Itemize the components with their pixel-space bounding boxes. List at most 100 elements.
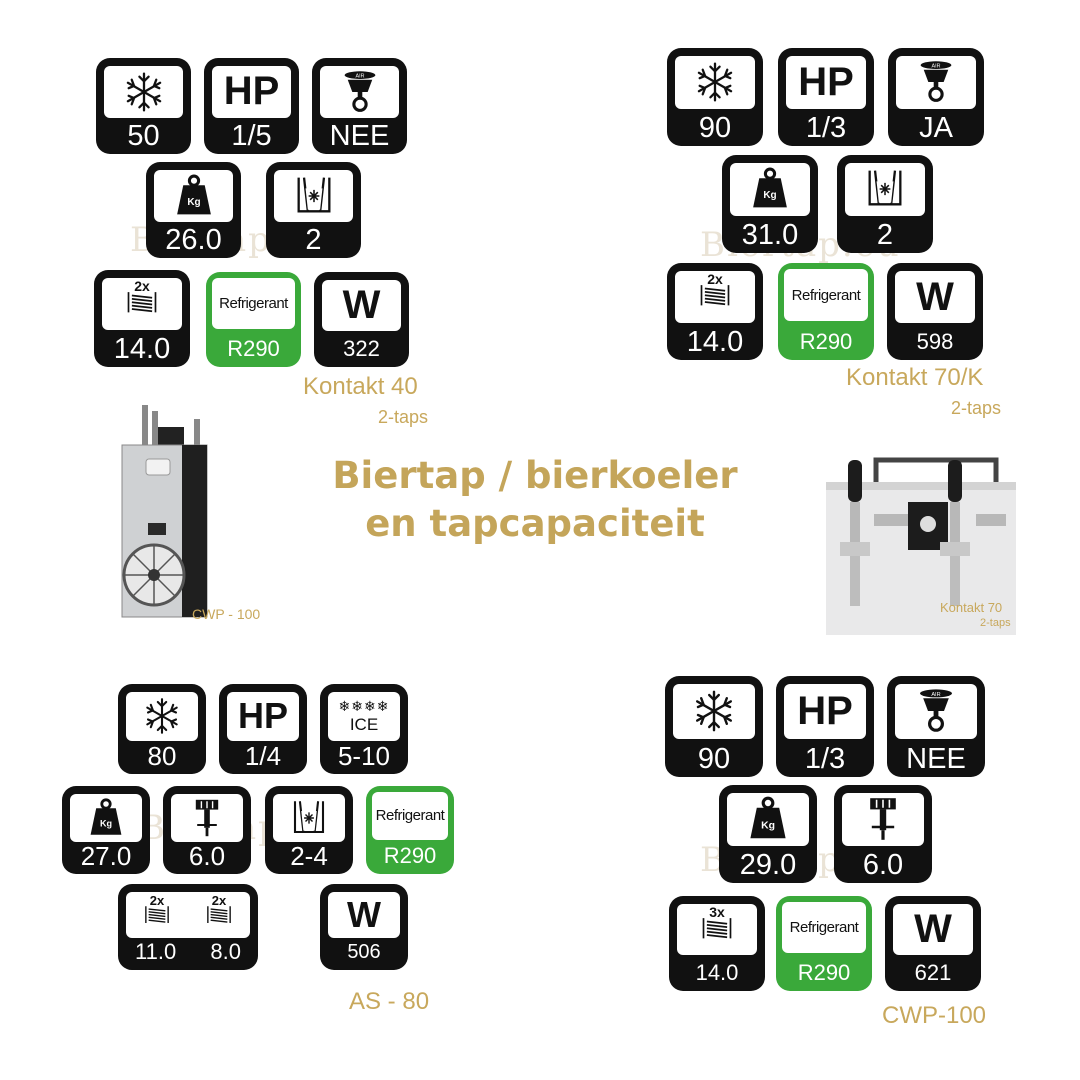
watt-label: W	[347, 894, 381, 936]
cooling-capacity-tile: 50	[96, 58, 191, 154]
ice-bath-tile: 2	[837, 155, 933, 253]
ice-stars-icon: ❄❄❄❄	[338, 697, 390, 714]
refrigerant-tile: Refrigerant R290	[778, 263, 874, 360]
refrigerant-tile: Refrigerant R290	[366, 786, 454, 874]
model-name: Kontakt 70/K	[846, 364, 984, 391]
cooling-capacity-tile: 90	[665, 676, 763, 777]
watt-tile: W 322	[314, 272, 409, 367]
refrigerant-label: Refrigerant	[219, 295, 288, 313]
air-pump-icon	[337, 69, 383, 115]
coil-value-1: 11.0	[135, 939, 177, 964]
coil-multiplier: 2x	[707, 271, 723, 288]
ice-bath-value: 2-4	[290, 841, 328, 871]
ice-bath-tile: 2-4	[265, 786, 353, 874]
pump-value: 6.0	[188, 841, 226, 871]
coil-multiplier: 2x	[149, 892, 165, 908]
air-pump-icon	[912, 687, 960, 735]
watt-label: W	[916, 274, 954, 319]
model-name: Kontakt 40	[303, 373, 418, 400]
hp-value: 1/5	[231, 120, 272, 152]
taps-count: 2-taps	[951, 398, 1002, 418]
page-title: Biertap / bierkoeler en tapcapaciteit	[300, 452, 770, 548]
ice-bath-icon	[291, 173, 337, 219]
refrigerant-label: Refrigerant	[791, 286, 861, 304]
weight-value: 31.0	[741, 219, 799, 251]
weight-icon	[744, 795, 792, 843]
coil-tile: 2x 2x 11.0 8.0	[118, 884, 258, 970]
ice-bath-value: 2	[305, 224, 322, 256]
watt-value: 598	[916, 329, 954, 354]
refrigerant-label: Refrigerant	[789, 919, 859, 937]
hp-tile: HP 1/3	[776, 676, 874, 777]
coil-tile: 2x 14.0	[94, 270, 190, 367]
title-line-1: Biertap / bierkoeler	[332, 454, 738, 497]
hp-label: HP	[798, 59, 854, 104]
coil-tile: 3x 14.0	[669, 896, 765, 991]
cooling-coil-icon	[692, 285, 738, 321]
pump-tile: 6.0	[163, 786, 251, 874]
air-tile: JA	[888, 48, 984, 146]
weight-value: 29.0	[739, 849, 797, 881]
pump-icon	[859, 795, 907, 843]
product-photo-cwp100	[112, 405, 217, 620]
weight-tile: 26.0	[146, 162, 241, 258]
weight-tile: 27.0	[62, 786, 150, 874]
model-name: CWP-100	[882, 1002, 987, 1029]
air-value: JA	[919, 112, 953, 144]
air-value: NEE	[906, 743, 966, 775]
title-line-2: en tapcapaciteit	[365, 502, 705, 545]
product-photo-kontakt70	[826, 452, 1016, 635]
hp-tile: HP 1/3	[778, 48, 874, 146]
pump-icon	[186, 797, 228, 839]
refrigerant-value: R290	[799, 329, 853, 354]
air-pump-icon	[913, 59, 959, 105]
weight-tile: 29.0	[719, 785, 817, 883]
refrigerant-label: Refrigerant	[375, 807, 445, 825]
coil-value: 14.0	[686, 326, 744, 358]
watt-tile: W 506	[320, 884, 408, 970]
weight-icon	[747, 166, 793, 212]
watt-value: 506	[347, 941, 381, 963]
photo-caption-left: CWP - 100	[192, 606, 261, 622]
photo-caption-right: Kontakt 70	[940, 600, 1003, 615]
cooling-capacity-value: 90	[697, 743, 731, 775]
pump-value: 6.0	[862, 849, 904, 881]
taps-count: 2-taps	[378, 407, 429, 427]
refrigerant-value: R290	[227, 336, 280, 361]
hp-label: HP	[237, 695, 288, 737]
photo-caption-right-sub: 2-taps	[980, 617, 1011, 629]
snowflake-icon	[692, 59, 738, 105]
watt-label: W	[914, 907, 952, 952]
hp-tile: HP 1/4	[219, 684, 307, 774]
ice-tile: ❄❄❄❄ ICE 5-10	[320, 684, 408, 774]
coil-value: 14.0	[695, 960, 739, 985]
coil-tile: 2x 14.0	[667, 263, 763, 360]
ice-value: 5-10	[337, 741, 391, 771]
cooling-capacity-tile: 90	[667, 48, 763, 146]
cooling-coil-icon	[694, 918, 740, 954]
weight-tile: 31.0	[722, 155, 818, 253]
air-tile: NEE	[887, 676, 985, 777]
cooling-coil-icon	[200, 906, 238, 936]
snowflake-icon	[141, 695, 183, 737]
pump-tile: 6.0	[834, 785, 932, 883]
ice-bath-tile: 2	[266, 162, 361, 258]
refrigerant-value: R290	[383, 843, 437, 868]
watt-tile: W 598	[887, 263, 983, 360]
weight-icon	[85, 797, 127, 839]
cooling-coil-icon	[119, 292, 165, 328]
weight-value: 26.0	[165, 224, 222, 256]
hp-value: 1/3	[804, 743, 846, 775]
refrigerant-tile: Refrigerant R290	[776, 896, 872, 991]
watt-value: 621	[914, 960, 952, 985]
refrigerant-tile: Refrigerant R290	[206, 272, 301, 367]
cooling-coil-icon	[138, 906, 176, 936]
hp-tile: HP 1/5	[204, 58, 299, 154]
ice-bath-icon	[288, 797, 330, 839]
snowflake-icon	[121, 69, 167, 115]
hp-value: 1/3	[805, 112, 847, 144]
refrigerant-value: R290	[797, 960, 851, 985]
watt-label: W	[342, 283, 381, 328]
snowflake-icon	[690, 687, 738, 735]
model-name: AS - 80	[349, 988, 430, 1015]
